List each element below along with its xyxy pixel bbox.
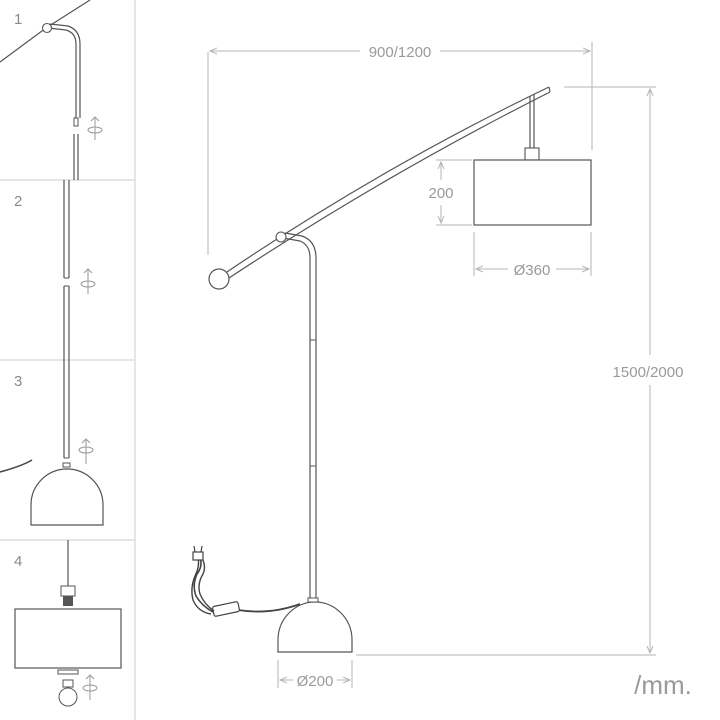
assembly-step-2: 2 (14, 180, 96, 360)
socket-icon (60, 585, 76, 597)
light-bulb-icon (58, 679, 78, 707)
arm-span-label: 900/1200 (369, 44, 432, 61)
total-height-label: 1500/2000 (613, 364, 684, 381)
lamp-arm (228, 91, 551, 279)
lamp-stand (282, 237, 311, 600)
lamp-arm (220, 86, 550, 277)
joint-icon (41, 22, 53, 34)
power-cable-icon (0, 459, 33, 473)
lamp-base-icon (30, 468, 104, 526)
step-number: 3 (14, 373, 22, 390)
power-cable (193, 557, 214, 613)
lamp-shade (473, 159, 592, 226)
floor-lamp-drawing (191, 86, 592, 653)
counterweight-ball (208, 268, 230, 290)
assembly-step-4: 4 (14, 540, 122, 707)
dimension-lines (207, 42, 656, 688)
shade-height-label: 200 (428, 185, 453, 202)
rotate-icon (87, 116, 103, 140)
assembly-step-3: 3 (0, 360, 104, 526)
rotate-icon (80, 268, 96, 294)
rotate-icon (78, 438, 94, 464)
inline-switch-icon (212, 601, 240, 617)
shade-diameter-label: Ø360 (514, 262, 551, 279)
socket-icon (63, 596, 73, 606)
step-number: 4 (14, 553, 22, 570)
plug-icon (192, 545, 204, 561)
lamp-base (277, 601, 353, 653)
assembly-steps-panel: 1 2 (0, 0, 136, 720)
base-diameter-label: Ø200 (297, 673, 334, 690)
lamp-shade-icon (14, 608, 122, 669)
unit-label: /mm. (634, 670, 692, 700)
rotate-icon (82, 674, 98, 700)
pivot-joint-icon (275, 231, 287, 243)
socket-icon (524, 147, 540, 161)
step-number: 1 (14, 11, 22, 28)
power-cable (237, 603, 301, 613)
assembly-step-1: 1 (0, 0, 103, 180)
connector-icon (73, 117, 79, 127)
lamp-stand (284, 232, 317, 600)
step-number: 2 (14, 193, 22, 210)
